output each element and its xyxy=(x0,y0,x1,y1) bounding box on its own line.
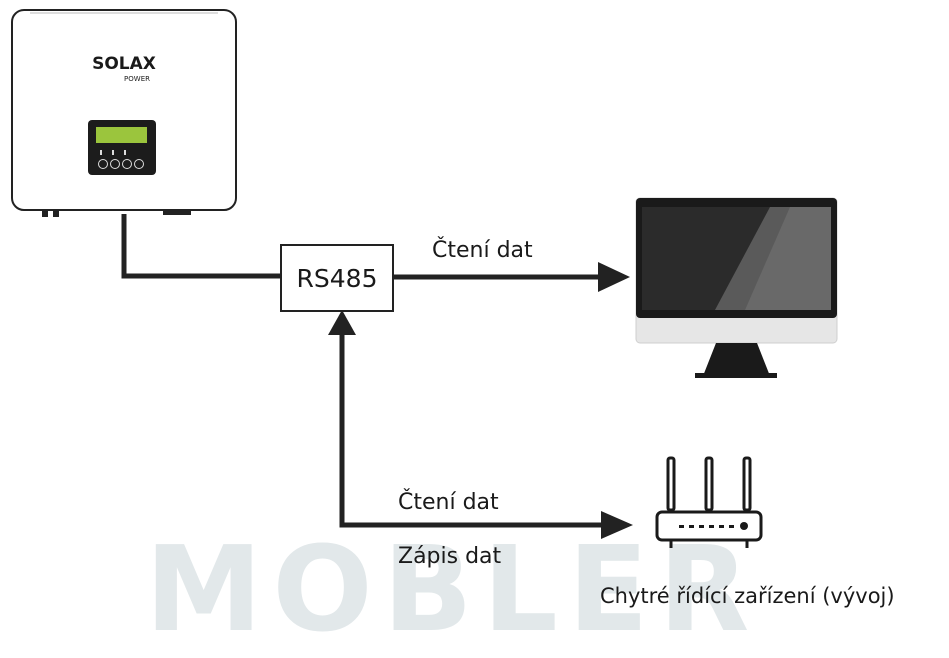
inverter-brand: SOLAX xyxy=(92,54,156,74)
rs485-box: RS485 xyxy=(280,244,394,312)
smart-device-caption: Chytré řídící zařízení (vývoj) xyxy=(600,584,895,608)
inverter-to-rs485-line xyxy=(121,214,281,279)
read-data-device-label: Čtení dat xyxy=(398,490,499,515)
inverter-icon: SOLAX POWER xyxy=(11,9,237,217)
arrow-to-rs485-icon xyxy=(328,310,356,335)
write-data-device-label: Zápis dat xyxy=(398,544,502,569)
panel-button-icon xyxy=(134,159,144,169)
panel-button-icon xyxy=(98,159,108,169)
monitor-icon xyxy=(635,197,838,378)
router-lights xyxy=(679,522,748,530)
router-icon xyxy=(655,456,763,548)
inverter-brand-sub: POWER xyxy=(124,75,150,83)
lcd-screen xyxy=(96,127,147,143)
arrow-to-monitor-icon xyxy=(598,262,630,292)
arrow-to-device-icon xyxy=(601,511,633,539)
panel-button-icon xyxy=(110,159,120,169)
read-data-monitor-label: Čtení dat xyxy=(432,238,533,263)
panel-button-icon xyxy=(122,159,132,169)
device-to-rs485-line xyxy=(339,330,604,528)
rs485-label: RS485 xyxy=(296,263,378,293)
connection-lines xyxy=(121,214,604,528)
inverter-panel xyxy=(88,120,156,175)
diagram-canvas: SOLAX POWER xyxy=(11,9,838,548)
